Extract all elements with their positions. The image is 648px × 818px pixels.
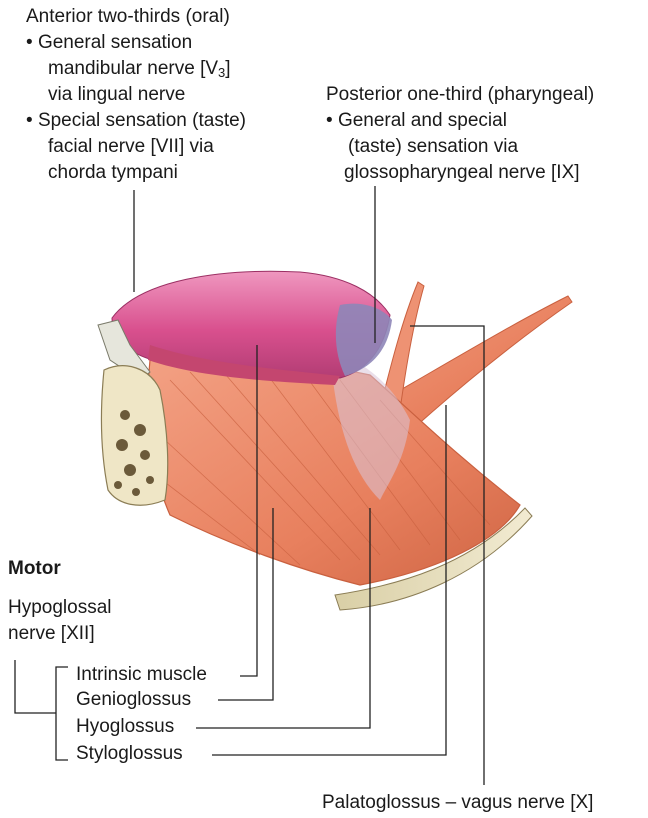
anterior-label: Anterior two-thirds (oral) • General sen… bbox=[26, 4, 246, 186]
mandible-section bbox=[100, 365, 169, 506]
anterior-general-row: • General sensation bbox=[26, 30, 246, 56]
muscle-styloglossus-label: Styloglossus bbox=[76, 743, 183, 764]
tongue-posterior-third bbox=[335, 303, 392, 376]
leader-intrinsic bbox=[240, 345, 258, 677]
general-nerve-sub: 3 bbox=[218, 65, 226, 80]
palatoglossus-label: Palatoglossus – vagus nerve [X] bbox=[322, 792, 594, 813]
muscle-intrinsic-label: Intrinsic muscle bbox=[76, 664, 207, 685]
posterior-line3: glossopharyngeal nerve [IX] bbox=[344, 162, 580, 183]
posterior-line1: General and special bbox=[337, 110, 507, 131]
motor-bracket-stem bbox=[14, 660, 56, 714]
hypoglossal-nerve-label: Hypoglossal nerve [XII] bbox=[8, 595, 112, 647]
general-nerve-suffix: ] bbox=[225, 58, 231, 79]
posterior-title: Posterior one-third (pharyngeal) bbox=[326, 84, 595, 105]
tongue-underside bbox=[148, 345, 340, 385]
hypoglossal-line2: nerve [XII] bbox=[8, 623, 95, 644]
posterior-line2: (taste) sensation via bbox=[348, 136, 519, 157]
anterior-special-bullet: Special sensation (taste) bbox=[37, 110, 246, 131]
posterior-label: Posterior one-third (pharyngeal) • Gener… bbox=[326, 82, 594, 186]
anterior-general-via: via lingual nerve bbox=[48, 84, 186, 105]
anterior-special-via: chorda tympani bbox=[48, 162, 178, 183]
leader-lines bbox=[14, 186, 485, 785]
anterior-special-nerve: facial nerve [VII] via bbox=[48, 136, 214, 157]
bullet: • bbox=[26, 110, 33, 131]
motor-heading: Motor bbox=[8, 558, 61, 579]
anterior-title: Anterior two-thirds (oral) bbox=[26, 6, 230, 27]
general-nerve-prefix: mandibular nerve [V bbox=[48, 58, 219, 79]
incisor-teeth bbox=[97, 319, 151, 381]
leader-hyoglossus bbox=[196, 508, 371, 729]
posterior-line1-row: • General and special bbox=[326, 108, 594, 134]
bullet: • bbox=[26, 32, 33, 53]
anterior-general-bullet: General sensation bbox=[37, 32, 193, 53]
muscle-genioglossus-label: Genioglossus bbox=[76, 689, 192, 710]
bullet: • bbox=[326, 110, 333, 131]
leader-genioglossus bbox=[218, 508, 274, 701]
anterior-general-nerve: mandibular nerve [V3] bbox=[26, 56, 246, 82]
palatoglossus-sheet bbox=[330, 350, 410, 500]
hyoid-bone bbox=[334, 507, 533, 611]
leader-palatoglossus bbox=[410, 325, 485, 785]
motor-bracket bbox=[55, 666, 68, 761]
extrinsic-muscle-mass bbox=[147, 355, 521, 586]
bone-trabeculae bbox=[114, 410, 154, 496]
muscle-hyoglossus-label: Hyoglossus bbox=[76, 716, 175, 737]
hypoglossal-line1: Hypoglossal bbox=[8, 597, 112, 618]
leader-styloglossus bbox=[212, 405, 447, 756]
anterior-special-row: • Special sensation (taste) bbox=[26, 108, 246, 134]
